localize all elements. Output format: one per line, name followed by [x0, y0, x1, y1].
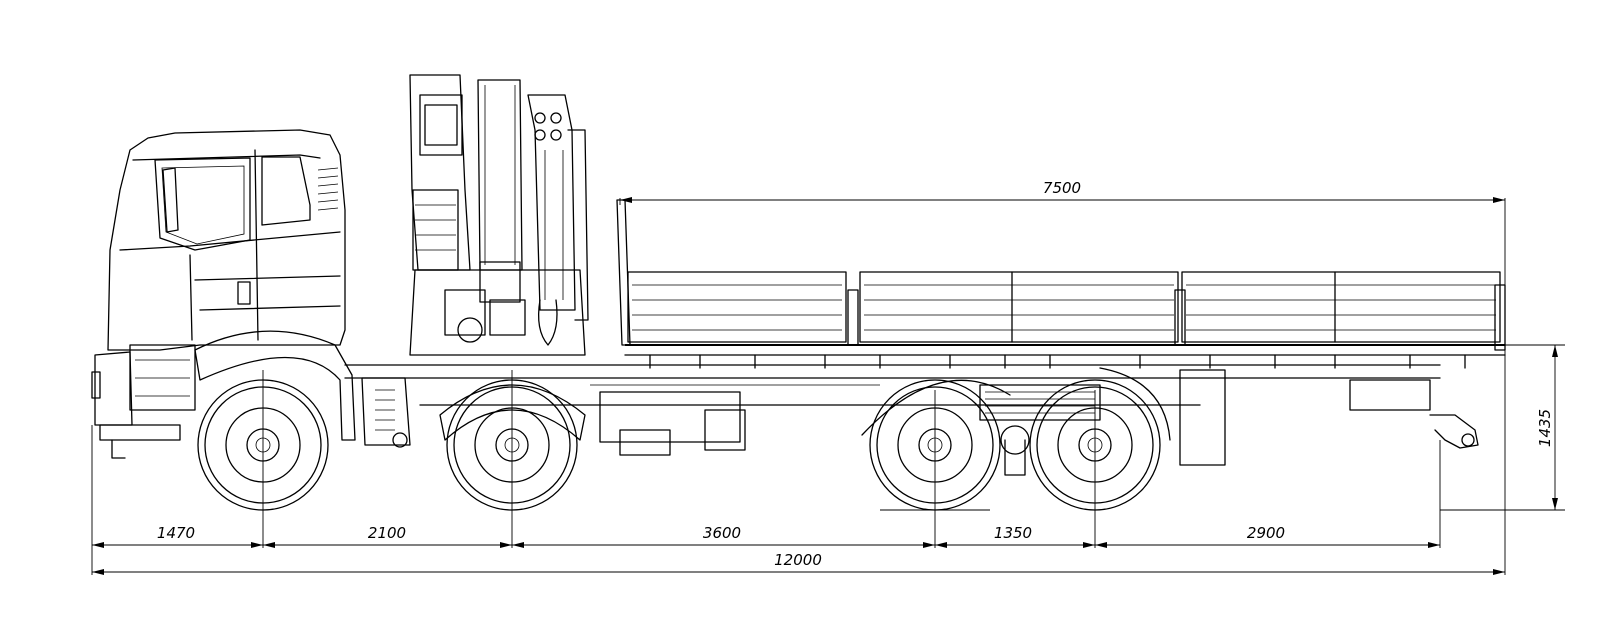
cargo-platform	[616, 199, 1506, 369]
dimension-lines	[91, 197, 1565, 575]
loader-crane	[409, 74, 589, 356]
dim-body-length: 7500	[1043, 179, 1081, 197]
dim-front-overhang: 1470	[157, 524, 195, 542]
rear-fender-front	[861, 379, 1011, 436]
outrigger	[361, 377, 411, 448]
dim-overall-length: 12000	[774, 551, 822, 569]
dim-wheelbase-2-3: 3600	[703, 524, 741, 542]
rear-fender-back	[1099, 367, 1171, 441]
dim-wheelbase-3-4: 1350	[994, 524, 1032, 542]
front-fender	[194, 330, 356, 441]
dim-platform-height: 1435	[1536, 409, 1554, 447]
second-axle-fender	[439, 384, 586, 441]
truck-cab	[91, 129, 346, 459]
dim-rear-overhang: 2900	[1247, 524, 1285, 542]
rear-differential	[1000, 425, 1030, 455]
dim-wheelbase-1-2: 2100	[368, 524, 406, 542]
